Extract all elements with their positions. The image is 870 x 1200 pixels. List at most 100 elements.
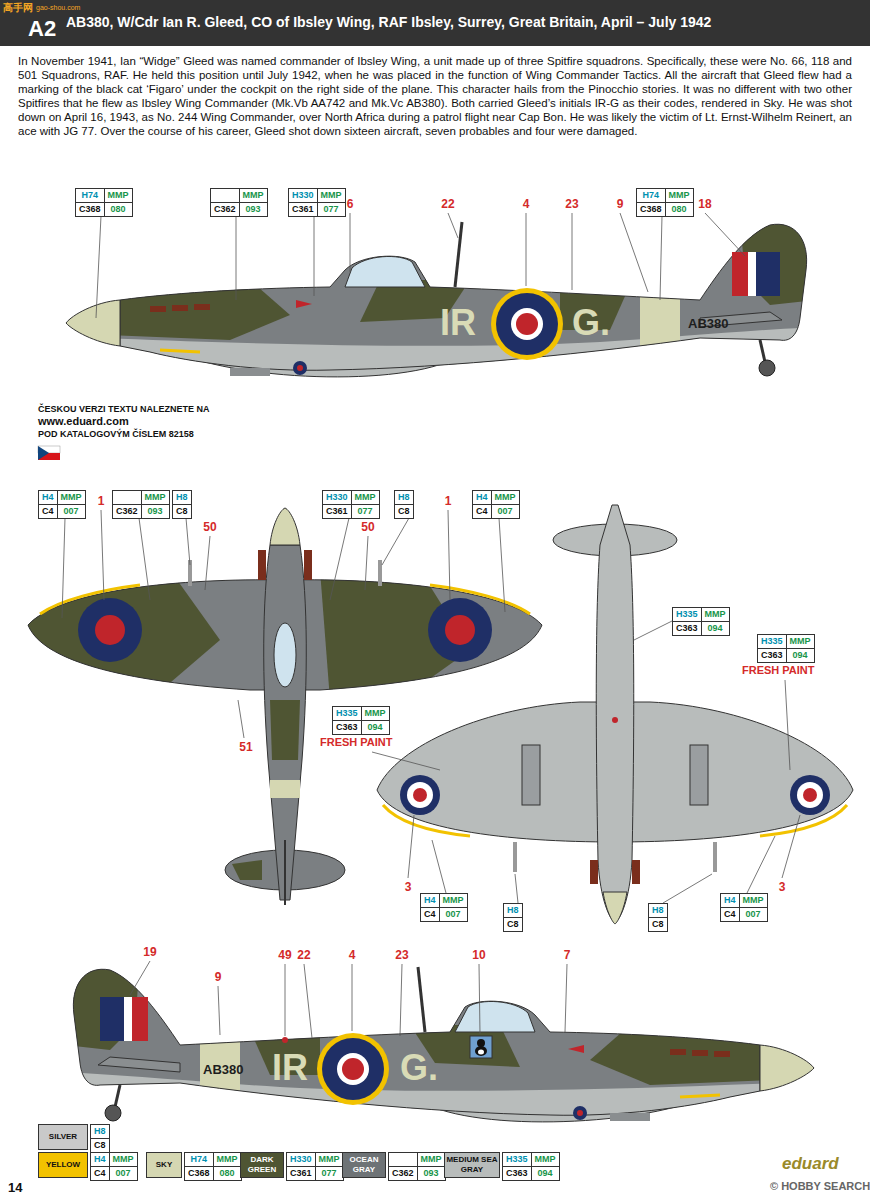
code-text: H74: [76, 189, 104, 202]
code-text: 094: [787, 649, 814, 662]
legend-swatch: MEDIUM SEA GRAY: [444, 1152, 500, 1178]
label-text: AB380: [688, 316, 728, 331]
label-text: AB380: [203, 1062, 243, 1077]
label-text: gao-shou.com: [36, 4, 80, 11]
color-code-box: H335MMPC363094: [332, 706, 390, 735]
code-text: 077: [316, 1167, 343, 1180]
code-text: H8: [91, 1125, 109, 1138]
code-text: C8: [91, 1139, 109, 1152]
legend-text: DARK GREEN: [241, 1155, 283, 1175]
callout-number: 23: [395, 948, 408, 962]
legend-text: SILVER: [49, 1132, 77, 1142]
callout-number: 9: [617, 197, 624, 211]
code-text: C363: [503, 1167, 531, 1180]
code-text: C8: [395, 505, 413, 518]
code-text: 007: [740, 908, 767, 921]
code-text: MMP: [58, 491, 85, 504]
empty-cell: [389, 1153, 417, 1166]
title-text: AB380, W/Cdr Ian R. Gleed, CO of Ibsley …: [66, 14, 711, 30]
code-text: H335: [673, 608, 701, 621]
legend-swatch: SKY: [146, 1152, 182, 1178]
code-text: MMP: [105, 189, 132, 202]
code-text: H335: [758, 635, 786, 648]
code-text: 094: [702, 622, 729, 635]
code-text: H330: [323, 491, 351, 504]
code-text: H4: [473, 491, 491, 504]
code-text: C362: [389, 1167, 417, 1180]
code-text: C4: [473, 505, 491, 518]
callout-number: 9: [215, 970, 222, 984]
color-code-box: H74MMPC368080: [75, 188, 133, 217]
code-text: H4: [721, 894, 739, 907]
code-text: 093: [142, 505, 169, 518]
callout-number: 10: [472, 948, 485, 962]
code-text: MMP: [787, 635, 814, 648]
label-text: 14: [8, 1180, 22, 1195]
code-text: H335: [503, 1153, 531, 1166]
code-text: 080: [666, 203, 693, 216]
empty-cell: [113, 491, 141, 504]
code-text: C363: [758, 649, 786, 662]
label-text: © HOBBY SEARCH: [770, 1180, 870, 1192]
legend-swatch: SILVER: [38, 1124, 88, 1150]
code-text: MMP: [110, 1153, 137, 1166]
callout-number: 1: [98, 494, 105, 508]
callout-number: 19: [143, 945, 156, 959]
aircraft-code: IR: [272, 1048, 308, 1088]
code-text: C368: [185, 1167, 213, 1180]
code-text: C361: [289, 203, 317, 216]
color-code-box: MMPC362093: [210, 188, 268, 217]
code-text: MMP: [142, 491, 169, 504]
label-text: 高手网: [3, 1, 33, 15]
callout-number: 4: [523, 197, 530, 211]
color-code-box: H4MMPC4007: [90, 1152, 138, 1181]
code-text: MMP: [316, 1153, 343, 1166]
callout-number: 7: [564, 948, 571, 962]
code-text: H4: [39, 491, 57, 504]
legend-text: YELLOW: [46, 1160, 80, 1170]
label-text: eduard: [782, 1154, 839, 1174]
code-text: MMP: [532, 1153, 559, 1166]
callout-number: 22: [441, 197, 454, 211]
code-text: 007: [492, 505, 519, 518]
aircraft-code: G.: [572, 303, 610, 343]
label-text: A2: [28, 16, 56, 42]
color-code-box: H8C8: [90, 1124, 110, 1153]
code-text: MMP: [740, 894, 767, 907]
code-text: 007: [58, 505, 85, 518]
code-text: C8: [649, 918, 667, 931]
code-text: H4: [91, 1153, 109, 1166]
legend-swatch: YELLOW: [38, 1152, 88, 1178]
code-text: 007: [110, 1167, 137, 1180]
code-text: H330: [287, 1153, 315, 1166]
label-text: POD KATALOGOVÝM ČÍSLEM 82158: [38, 429, 194, 439]
label-text: ČESKOU VERZI TEXTU NALEZNETE NA: [38, 404, 210, 414]
color-code-box: H335MMPC363094: [757, 634, 815, 663]
color-code-box: H335MMPC363094: [502, 1152, 560, 1181]
code-text: C4: [721, 908, 739, 921]
code-text: MMP: [440, 894, 467, 907]
callout-number: 3: [779, 880, 786, 894]
code-text: MMP: [318, 189, 345, 202]
code-text: MMP: [492, 491, 519, 504]
code-text: H330: [289, 189, 317, 202]
legend-swatch: DARK GREEN: [240, 1152, 284, 1178]
code-text: MMP: [352, 491, 379, 504]
label-text: FRESH PAINT: [742, 664, 815, 677]
aircraft-code: G.: [400, 1048, 438, 1088]
color-code-box: H330MMPC361077: [322, 490, 380, 519]
code-text: C8: [504, 918, 522, 931]
code-text: C362: [113, 505, 141, 518]
code-text: C361: [287, 1167, 315, 1180]
callout-number: 23: [565, 197, 578, 211]
code-text: H8: [173, 491, 191, 504]
color-code-box: MMPC362093: [388, 1152, 446, 1181]
callout-number: 6: [347, 197, 354, 211]
code-text: 093: [240, 203, 267, 216]
color-code-box: H330MMPC361077: [286, 1152, 344, 1181]
code-text: MMP: [240, 189, 267, 202]
color-code-box: H4MMPC4007: [472, 490, 520, 519]
legend-swatch: OCEAN GRAY: [342, 1152, 386, 1178]
